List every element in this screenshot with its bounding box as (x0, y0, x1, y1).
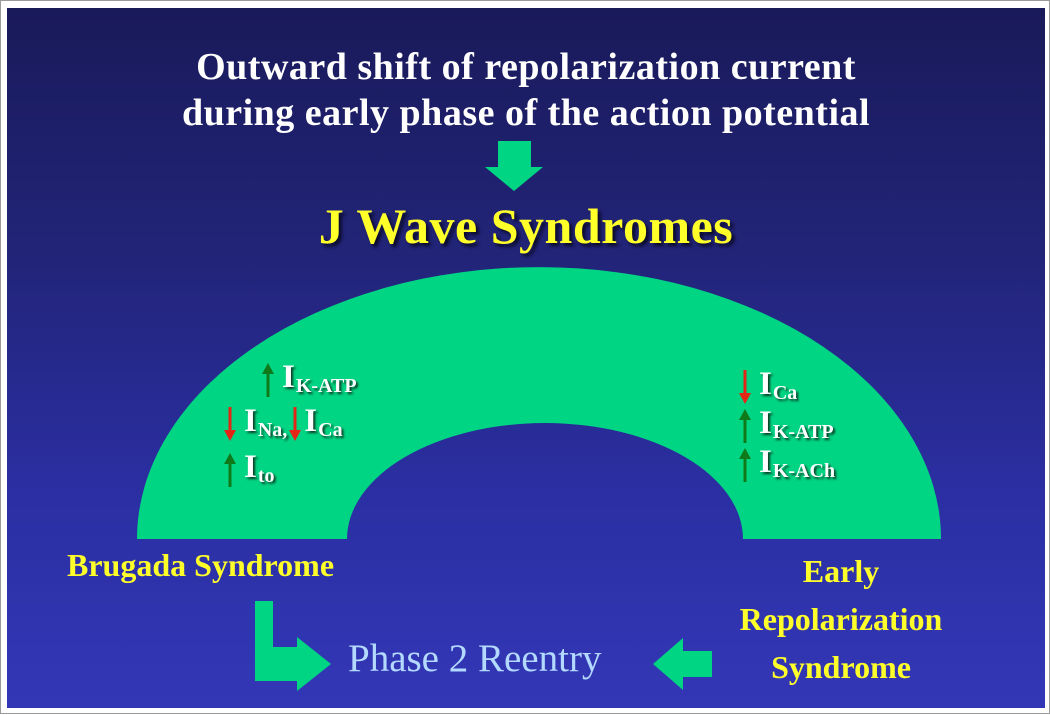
early-repolarization-line-2: Repolarization (739, 601, 943, 637)
current-symbol: I (244, 449, 257, 485)
j-wave-syndromes-heading: J Wave Syndromes (318, 198, 734, 254)
current-subscript: to (257, 465, 275, 487)
brugada-to-reentry-arrow (255, 601, 331, 691)
current-symbol: I (304, 403, 318, 439)
up-arrow-icon (739, 448, 751, 482)
current-subscript: K-ATP (772, 421, 834, 443)
current-symbol: I (244, 403, 257, 439)
current-symbol: I (282, 359, 295, 395)
brugada-syndrome-label: Brugada Syndrome (67, 547, 335, 583)
down-arrow-icon (289, 407, 302, 441)
phase-2-reentry-label: Phase 2 Reentry (348, 637, 602, 680)
up-arrow-icon (224, 453, 236, 487)
down-arrow-icon (739, 370, 751, 404)
down-flow-arrow (485, 141, 543, 191)
early-to-reentry-arrow (653, 638, 712, 690)
syndrome-arch (137, 267, 941, 539)
title-line-2: during early phase of the action potenti… (181, 92, 871, 134)
up-arrow-icon (262, 363, 274, 397)
current-symbol: I (759, 366, 772, 402)
current-symbol: I (759, 444, 772, 480)
early-repolarization-line-3: Syndrome (771, 649, 911, 685)
current-subscript: K-ACh (772, 460, 836, 482)
current-symbol: I (759, 405, 772, 441)
early-repolarization-line-1: Early (802, 553, 880, 589)
current-subscript: Na, (257, 419, 288, 441)
current-subscript: Ca (772, 382, 798, 404)
current-subscript: K-ATP (295, 375, 357, 397)
up-arrow-icon (739, 409, 751, 443)
down-arrow-icon (224, 407, 236, 441)
title-line-1: Outward shift of repolarization current (196, 46, 856, 88)
current-subscript: Ca (318, 419, 343, 441)
